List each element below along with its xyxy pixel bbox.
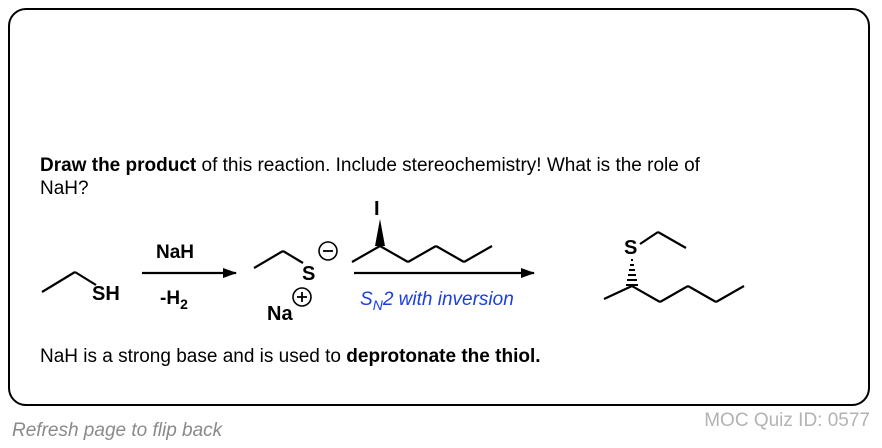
product-thioether: S [603, 231, 745, 303]
thiol-label: SH [92, 283, 120, 305]
answer-text: NaH is a strong base and is used to depr… [40, 345, 541, 368]
positive-charge-icon [292, 287, 312, 307]
quiz-id: MOC Quiz ID: 0577 [704, 410, 870, 431]
counterion-na: Na [267, 303, 293, 325]
question-text: Draw the product of this reaction. Inclu… [40, 154, 720, 200]
reagent-nah: NaH [156, 242, 194, 263]
iodide-label: I [374, 198, 380, 220]
reagent-minus-h2: -H2 [160, 288, 188, 312]
refresh-hint[interactable]: Refresh page to flip back [12, 420, 223, 441]
quiz-card [8, 8, 870, 406]
negative-charge-icon [318, 241, 338, 261]
question-rest: of this reaction. Include stereochemistr… [40, 155, 700, 199]
conditions-text: SN2 with inversion [360, 289, 514, 313]
ethanethiol: SH [41, 271, 120, 305]
hashed-wedge-bond [626, 259, 638, 286]
wedge-bond [375, 219, 385, 246]
product-s-label: S [624, 237, 637, 259]
answer-bold: deprotonate the thiol. [346, 346, 541, 367]
thiolate: S Na [253, 241, 338, 325]
question-bold: Draw the product [40, 155, 197, 176]
thiolate-s-label: S [302, 263, 315, 285]
answer-plain: NaH is a strong base and is used to [40, 346, 347, 367]
iodohexane: I [351, 198, 493, 263]
